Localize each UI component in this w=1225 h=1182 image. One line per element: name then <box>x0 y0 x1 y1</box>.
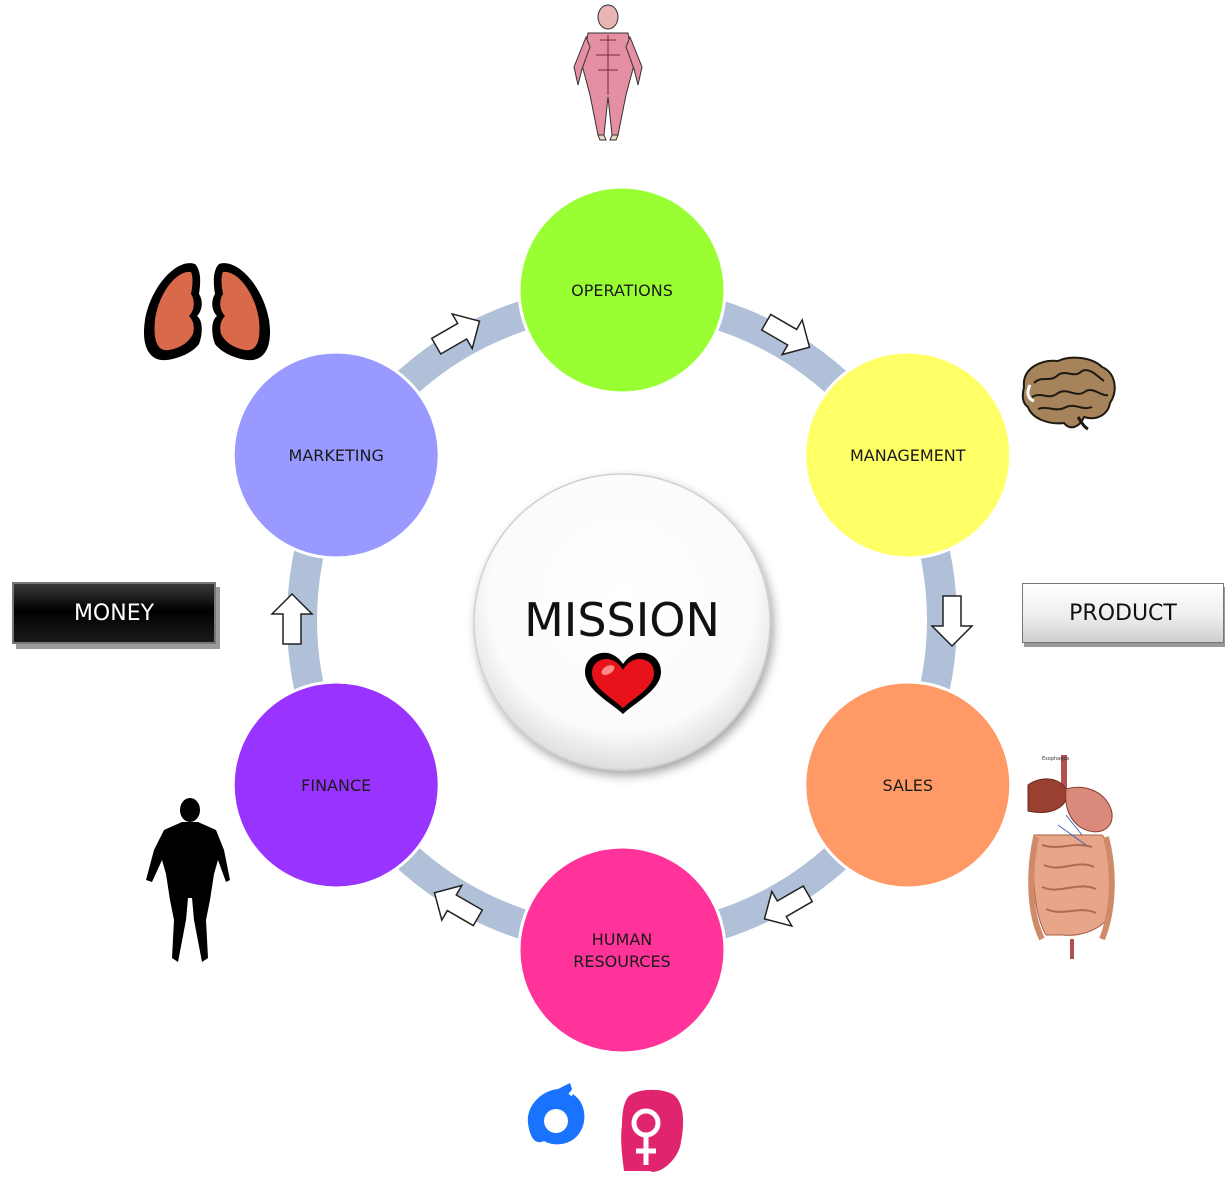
digestive-system-icon: Esophagus <box>1022 745 1122 965</box>
node-finance-label: FINANCE <box>301 776 371 795</box>
node-marketing-label: MARKETING <box>289 446 384 465</box>
node-management-circle <box>803 350 1013 560</box>
node-management: MANAGEMENT <box>803 350 1013 560</box>
node-human-resources-circle <box>517 845 727 1055</box>
flow-arrow <box>760 313 811 356</box>
node-human-resources: HUMAN RESOURCES <box>517 845 727 1055</box>
mission-center: MISSION <box>473 473 771 771</box>
svg-text:Esophagus: Esophagus <box>1042 756 1070 762</box>
gender-symbols-icon <box>527 1077 684 1172</box>
node-human-resources-label: RESOURCES <box>573 952 670 971</box>
flow-arrow <box>433 884 484 927</box>
node-human-resources-label: HUMAN <box>592 930 652 949</box>
flow-arrow <box>763 884 814 928</box>
node-operations-label: OPERATIONS <box>571 281 673 300</box>
muscular-body-icon <box>573 4 643 141</box>
node-sales-circle <box>803 680 1013 890</box>
flow-arrow <box>270 592 314 645</box>
lungs-icon <box>143 263 271 361</box>
mission-label: MISSION <box>524 593 720 647</box>
brain-icon <box>1021 356 1116 431</box>
flow-arrow <box>430 312 481 356</box>
node-operations-circle <box>517 185 727 395</box>
heart-icon <box>585 652 661 714</box>
product-label: PRODUCT <box>1022 583 1224 643</box>
node-marketing-circle <box>231 350 441 560</box>
node-marketing: MARKETING <box>231 350 441 560</box>
node-finance: FINANCE <box>231 680 441 890</box>
node-sales: SALES <box>803 680 1013 890</box>
flow-arrow <box>930 595 974 648</box>
human-silhouette-icon <box>146 798 230 962</box>
node-management-label: MANAGEMENT <box>850 446 966 465</box>
node-sales-label: SALES <box>882 776 933 795</box>
money-label: MONEY <box>12 582 216 644</box>
node-operations: OPERATIONS <box>517 185 727 395</box>
flow-arrows <box>270 312 974 928</box>
node-finance-circle <box>231 680 441 890</box>
